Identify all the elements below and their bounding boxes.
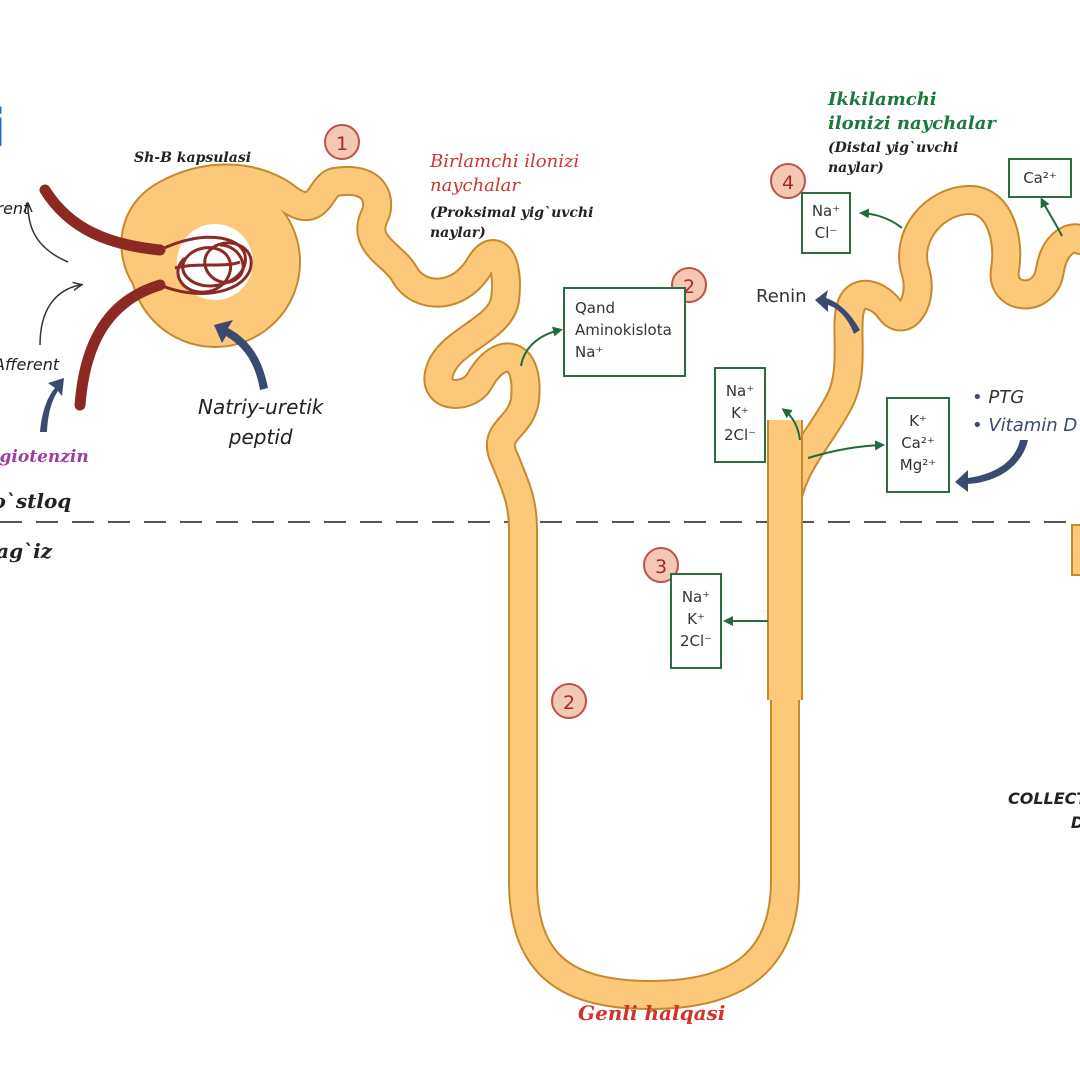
capsule-label: Sh-B kapsulasi: [134, 150, 252, 166]
marker-4: 4: [770, 163, 806, 199]
regulators-list: • PTG • Vitamin D: [972, 384, 1077, 440]
marker-1: 1: [324, 124, 360, 160]
glomerulus-capillaries: [159, 235, 253, 295]
proximal-reabsorption-box: Qand Aminokislota Na⁺: [563, 287, 686, 377]
regulator-ptg: • PTG: [972, 387, 1025, 408]
proximal-tubule-title: Birlamchi ilonizi naychalar: [430, 151, 580, 196]
collecting-duct-label: COLLECTING DUCT: [1008, 789, 1080, 832]
distal-tubule-subtitle: (Distal yig`uvchi naylar): [828, 140, 959, 176]
medulla-label: Mag`iz: [0, 539, 53, 563]
tubule-fill: [122, 165, 1080, 1008]
loop-of-henle-label: Genli halqasi: [578, 1001, 726, 1025]
thick-ascending-upper-box: Na⁺ K⁺ 2Cl⁻: [714, 367, 766, 463]
green-arrows: [520, 197, 1063, 626]
top-left-fragment: i: [0, 99, 6, 160]
afferent-label: Afferent: [0, 355, 60, 374]
natriuretic-peptide-label: Natriy-uretik peptid: [198, 395, 324, 449]
proximal-tubule-subtitle: (Proksimal yig`uvchi naylar): [430, 205, 594, 241]
efferent-label: Efferent: [0, 199, 30, 218]
collecting-duct-stub: [1071, 524, 1080, 576]
divalent-cation-box: K⁺ Ca²⁺ Mg²⁺: [886, 397, 950, 493]
afferent-arrow: [39, 285, 80, 346]
marker-2-loop: 2: [551, 683, 587, 719]
thick-ascending-lower-box: Na⁺ K⁺ 2Cl⁻: [670, 573, 722, 669]
distal-tubule-title: Ikkilamchi ilonizi naychalar: [828, 89, 996, 134]
vessels: [39, 184, 166, 411]
renin-label: Renin: [756, 286, 807, 307]
efferent-arrow: [28, 205, 69, 263]
angiotensin-label: Angiotenzin: [0, 447, 89, 467]
calcium-box: Ca²⁺: [1008, 158, 1072, 198]
distal-nacl-box: Na⁺ Cl⁻: [801, 192, 851, 254]
regulator-vitamin-d: • Vitamin D: [972, 415, 1078, 436]
navy-arrows: [40, 290, 1028, 492]
cortex-label: Po`stloq: [0, 489, 72, 513]
